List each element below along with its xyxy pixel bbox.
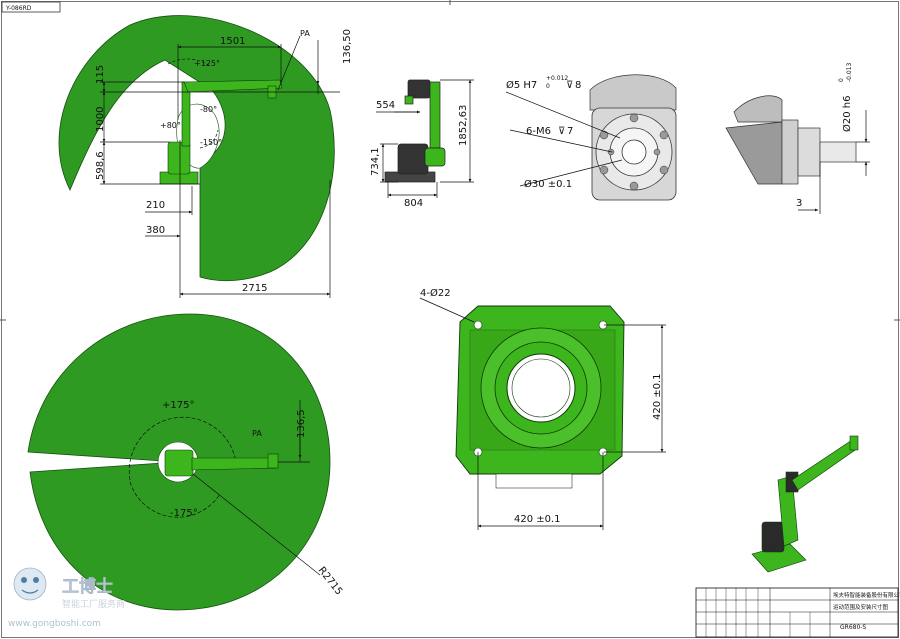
- side-view-dims: [100, 35, 340, 298]
- robot-isometric: [751, 435, 859, 573]
- watermark-tagline: 智能工厂服务商: [62, 598, 125, 610]
- dim-2715: 2715: [242, 283, 267, 294]
- dim-136-50: 136,50: [342, 29, 353, 64]
- dim-554: 554: [376, 100, 395, 111]
- pa-bottom: PA: [252, 429, 262, 438]
- svg-text:⊽: ⊽: [566, 80, 573, 91]
- robot-elevation: 554 734,1 804 1852,63: [370, 79, 474, 209]
- title-block: 埃夫特智能装备股份有限公司 运动范围及安装尺寸图 GR680-S: [695, 587, 900, 638]
- hole-callout: Ø5 H7: [506, 79, 537, 91]
- corner-tag: Y-086RD: [5, 5, 32, 12]
- dim-598-6: 598,6: [95, 151, 106, 180]
- dim-380: 380: [146, 225, 165, 236]
- flange-front-view: Ø5 H7 +0.012 0 ⊽ 8 6-M6 ⊽ 7 Ø30 ±0.1: [505, 74, 677, 201]
- base-mounting-plan: 4-Ø22 420 ±0.1 420 ±0.1: [419, 287, 666, 530]
- mascot-icon: [13, 567, 47, 601]
- hole-tol-low: 0: [546, 83, 550, 90]
- hole-depth: 8: [575, 80, 581, 91]
- svg-text:⊽: ⊽: [558, 126, 565, 137]
- thread-callout: 6-M6: [526, 126, 551, 137]
- angle-minus150: -150°: [200, 138, 222, 147]
- radius-2715: R2715: [316, 565, 345, 597]
- dim-210: 210: [146, 200, 165, 211]
- dim-136-5: 136,5: [296, 409, 307, 438]
- shaft-tol-low: -0.013: [846, 62, 853, 82]
- shaft-tol-up: 0: [838, 78, 845, 82]
- hole-tol-up: +0.012: [546, 75, 568, 82]
- dim-115: 115: [95, 65, 106, 84]
- title-number: GR680-S: [840, 624, 866, 631]
- top-view-workspace: +175° -175° 136,5 PA R2715: [27, 313, 345, 611]
- dim-3: 3: [796, 198, 802, 209]
- angle-minus80: -80°: [200, 105, 217, 114]
- holes-4xd22: 4-Ø22: [420, 287, 451, 299]
- dim-734-1: 734,1: [370, 147, 381, 176]
- base-dim-horizontal: 420 ±0.1: [514, 514, 561, 525]
- flange-side-view: Ø20 h6 0 -0.013 3: [725, 62, 870, 214]
- watermark-brand: 工博士: [62, 576, 113, 597]
- title-drawing: 运动范围及安装尺寸图: [833, 603, 889, 611]
- angle-plus125: +125°: [194, 59, 220, 68]
- title-company: 埃夫特智能装备股份有限公司: [833, 591, 900, 599]
- dim-1852-63: 1852,63: [458, 105, 469, 146]
- robot-side-small: [159, 79, 283, 185]
- dim-1501: 1501: [220, 36, 245, 47]
- thread-depth: 7: [567, 126, 573, 137]
- side-view-workspace: 1501 136,50 115 1000 598,6 210 380 2715 …: [58, 15, 353, 298]
- bore-callout: Ø30 ±0.1: [524, 178, 572, 190]
- dim-804: 804: [404, 198, 423, 209]
- pa-top: PA: [300, 29, 310, 38]
- watermark-url: www.gongboshi.com: [8, 619, 101, 629]
- dim-1000: 1000: [95, 107, 106, 132]
- shaft-callout: Ø20 h6: [841, 96, 853, 132]
- base-dim-vertical: 420 ±0.1: [652, 373, 663, 420]
- watermark: 工博士 智能工厂服务商 www.gongboshi.com: [8, 567, 125, 629]
- angle-plus175: +175°: [162, 400, 194, 411]
- angle-plus80: +80°: [160, 121, 181, 130]
- angle-minus175: -175°: [170, 508, 198, 519]
